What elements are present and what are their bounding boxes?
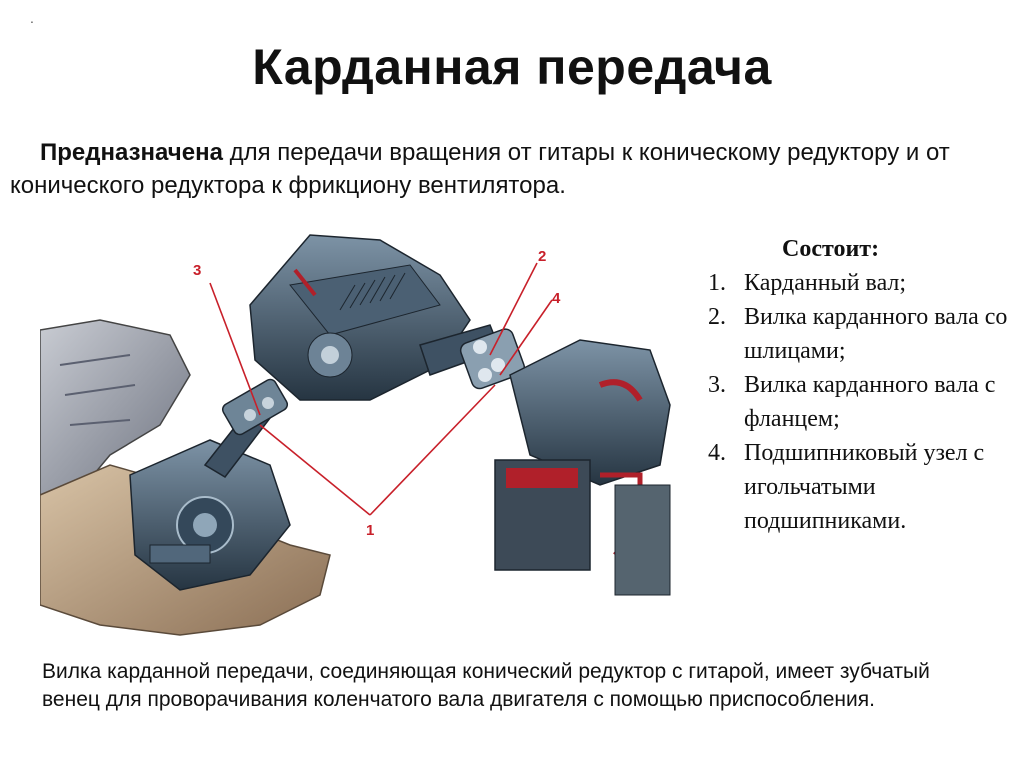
intro-lead: Предназначена: [40, 139, 223, 166]
cardan-shaft-lower: [203, 378, 289, 478]
components-title: Состоит:: [782, 236, 880, 262]
callout-3: 3: [193, 262, 201, 279]
list-item: 4.Подшипниковый узел с игольчатыми подши…: [708, 440, 985, 534]
bevel-reducer: [494, 339, 671, 596]
central-gear-reducer: [249, 234, 471, 401]
slide-marker-dot: .: [30, 10, 34, 26]
intro-text: для передачи вращения от гитары к кониче…: [10, 139, 950, 199]
callout-4: 4: [552, 290, 561, 307]
callout-lines: [209, 262, 553, 516]
slide-title: Карданная передача: [252, 39, 772, 95]
intro-paragraph: Предназначена для передачи вращения от г…: [10, 136, 970, 202]
callout-2: 2: [538, 248, 546, 265]
list-item: 1.Карданный вал;: [708, 270, 907, 296]
callout-1: 1: [366, 522, 374, 539]
list-item: 2.Вилка карданного вала со шлицами;: [708, 304, 1008, 364]
components-ordered-list: 1.Карданный вал; 2.Вилка карданного вала…: [700, 266, 1020, 538]
list-item: 3.Вилка карданного вала с фланцем;: [708, 372, 996, 432]
components-list: Состоит: 1.Карданный вал; 2.Вилка кардан…: [700, 232, 1020, 538]
footer-paragraph: Вилка карданной передачи, соединяющая ко…: [42, 660, 930, 711]
lower-gearbox: [129, 439, 291, 591]
cardan-drive-illustration: 3 2 4 1: [40, 234, 671, 636]
